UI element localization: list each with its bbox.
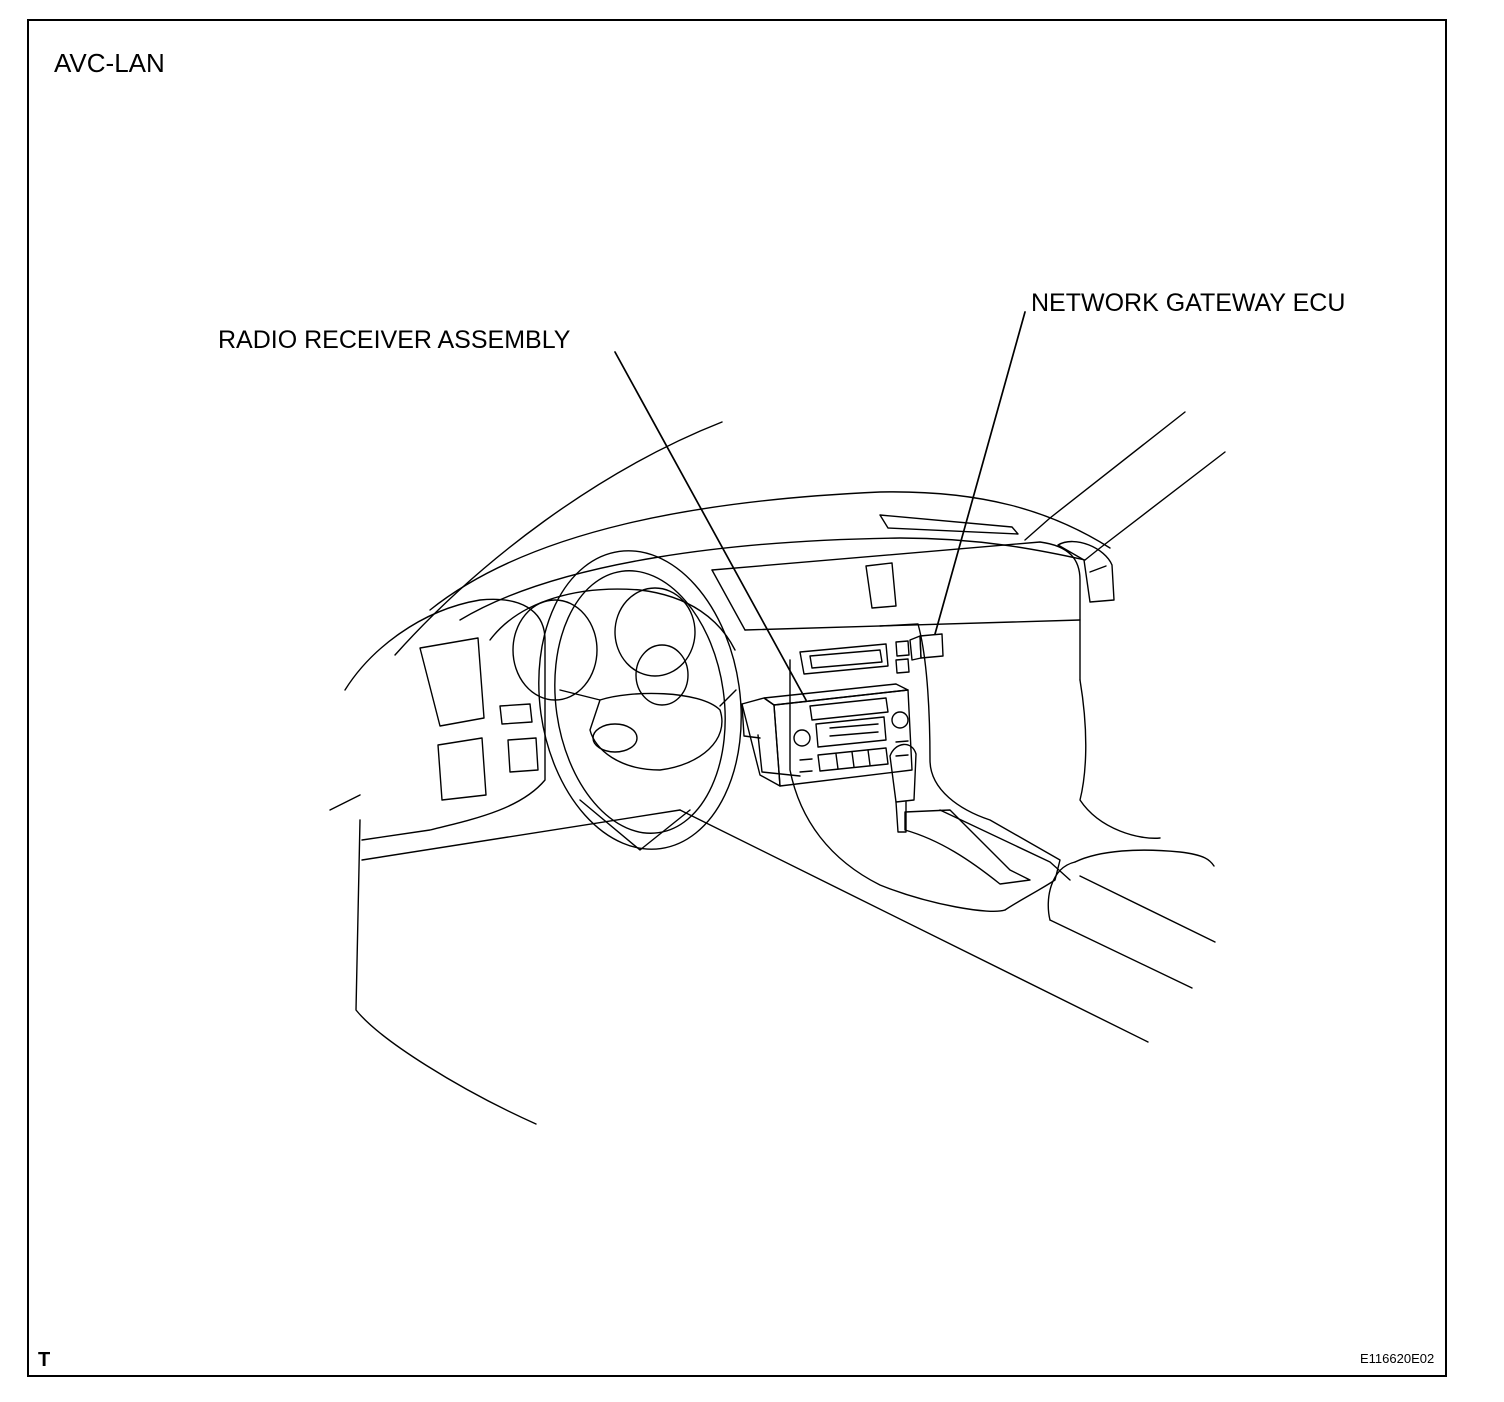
right-vent [1057, 540, 1115, 603]
radio-bracket-left [741, 703, 761, 739]
a-pillar [1024, 411, 1186, 541]
dash-upper-line [711, 541, 1081, 681]
diagram-frame [27, 19, 1447, 1377]
left-lower-panel [355, 819, 537, 1125]
figure-code: E116620E02 [1360, 1351, 1435, 1366]
steering-hub-body [589, 692, 723, 771]
radio-leader-line [614, 351, 807, 701]
radio-display-lines [829, 723, 879, 737]
radio-display [815, 716, 887, 748]
display-side-btn-b [895, 658, 910, 674]
shift-shaft [895, 801, 907, 833]
gauge-cluster-hood [489, 588, 736, 651]
shift-gate [904, 809, 1031, 885]
right-vent-inner [1089, 565, 1107, 573]
left-pod-small-bottom [507, 737, 539, 773]
console-edge [939, 809, 1071, 881]
defroster-vent [879, 514, 1019, 535]
radio-knob-right [891, 711, 909, 729]
radio-unit-front [773, 689, 913, 787]
display-side-btn-a [895, 640, 910, 657]
left-pod-outer [344, 598, 546, 841]
steering-column [579, 799, 691, 851]
left-side-line [329, 794, 361, 811]
radio-cd-slot [809, 697, 889, 721]
gateway-ecu-side [909, 635, 922, 661]
top-display-inner [809, 649, 883, 669]
diagram-title: AVC-LAN [54, 48, 165, 78]
shift-knob [889, 743, 917, 803]
radio-bracket-lower [757, 734, 801, 777]
callout-network-gateway-ecu: NETWORK GATEWAY ECU [1031, 289, 1346, 317]
dash-right-lower [1079, 679, 1161, 839]
dash-lower-edge [744, 619, 1081, 631]
gauge-right [614, 587, 696, 677]
radio-unit-body [741, 697, 781, 787]
console-lid-side [1047, 861, 1076, 921]
top-display [799, 643, 889, 675]
dash-top-inner [459, 537, 1086, 621]
center-stack-outline [879, 623, 1061, 911]
console-side-top [1079, 875, 1216, 943]
steering-wheel-inner [554, 570, 726, 834]
gateway-leader-line [934, 311, 1026, 635]
steering-emblem [592, 723, 638, 753]
steering-wheel-outer [538, 550, 742, 850]
console-lid [1074, 849, 1215, 867]
windshield-edge [394, 421, 723, 656]
left-pod-switch-top [419, 637, 485, 727]
steering-hub [635, 644, 689, 706]
radio-knob-left [793, 729, 811, 747]
dash-top [429, 491, 1111, 611]
dash-upper-face [711, 569, 746, 631]
left-kick [361, 809, 681, 861]
center-stack-left [789, 659, 1006, 912]
a-pillar-inner [1084, 451, 1226, 561]
left-pod-small-top [499, 703, 533, 725]
radio-lower-buttons [799, 740, 909, 773]
radio-preset-dividers [835, 749, 871, 770]
floor-line [679, 809, 1149, 1043]
callout-radio-receiver-assembly: RADIO RECEIVER ASSEMBLY [218, 326, 571, 354]
steering-spoke-left [559, 689, 601, 701]
center-vent [865, 562, 897, 609]
steering-spoke-right [719, 689, 737, 707]
console-side-mid [1049, 919, 1193, 989]
left-pod-switch-bottom [437, 737, 487, 801]
radio-preset-row [817, 747, 889, 772]
corner-mark: T [38, 1349, 51, 1371]
